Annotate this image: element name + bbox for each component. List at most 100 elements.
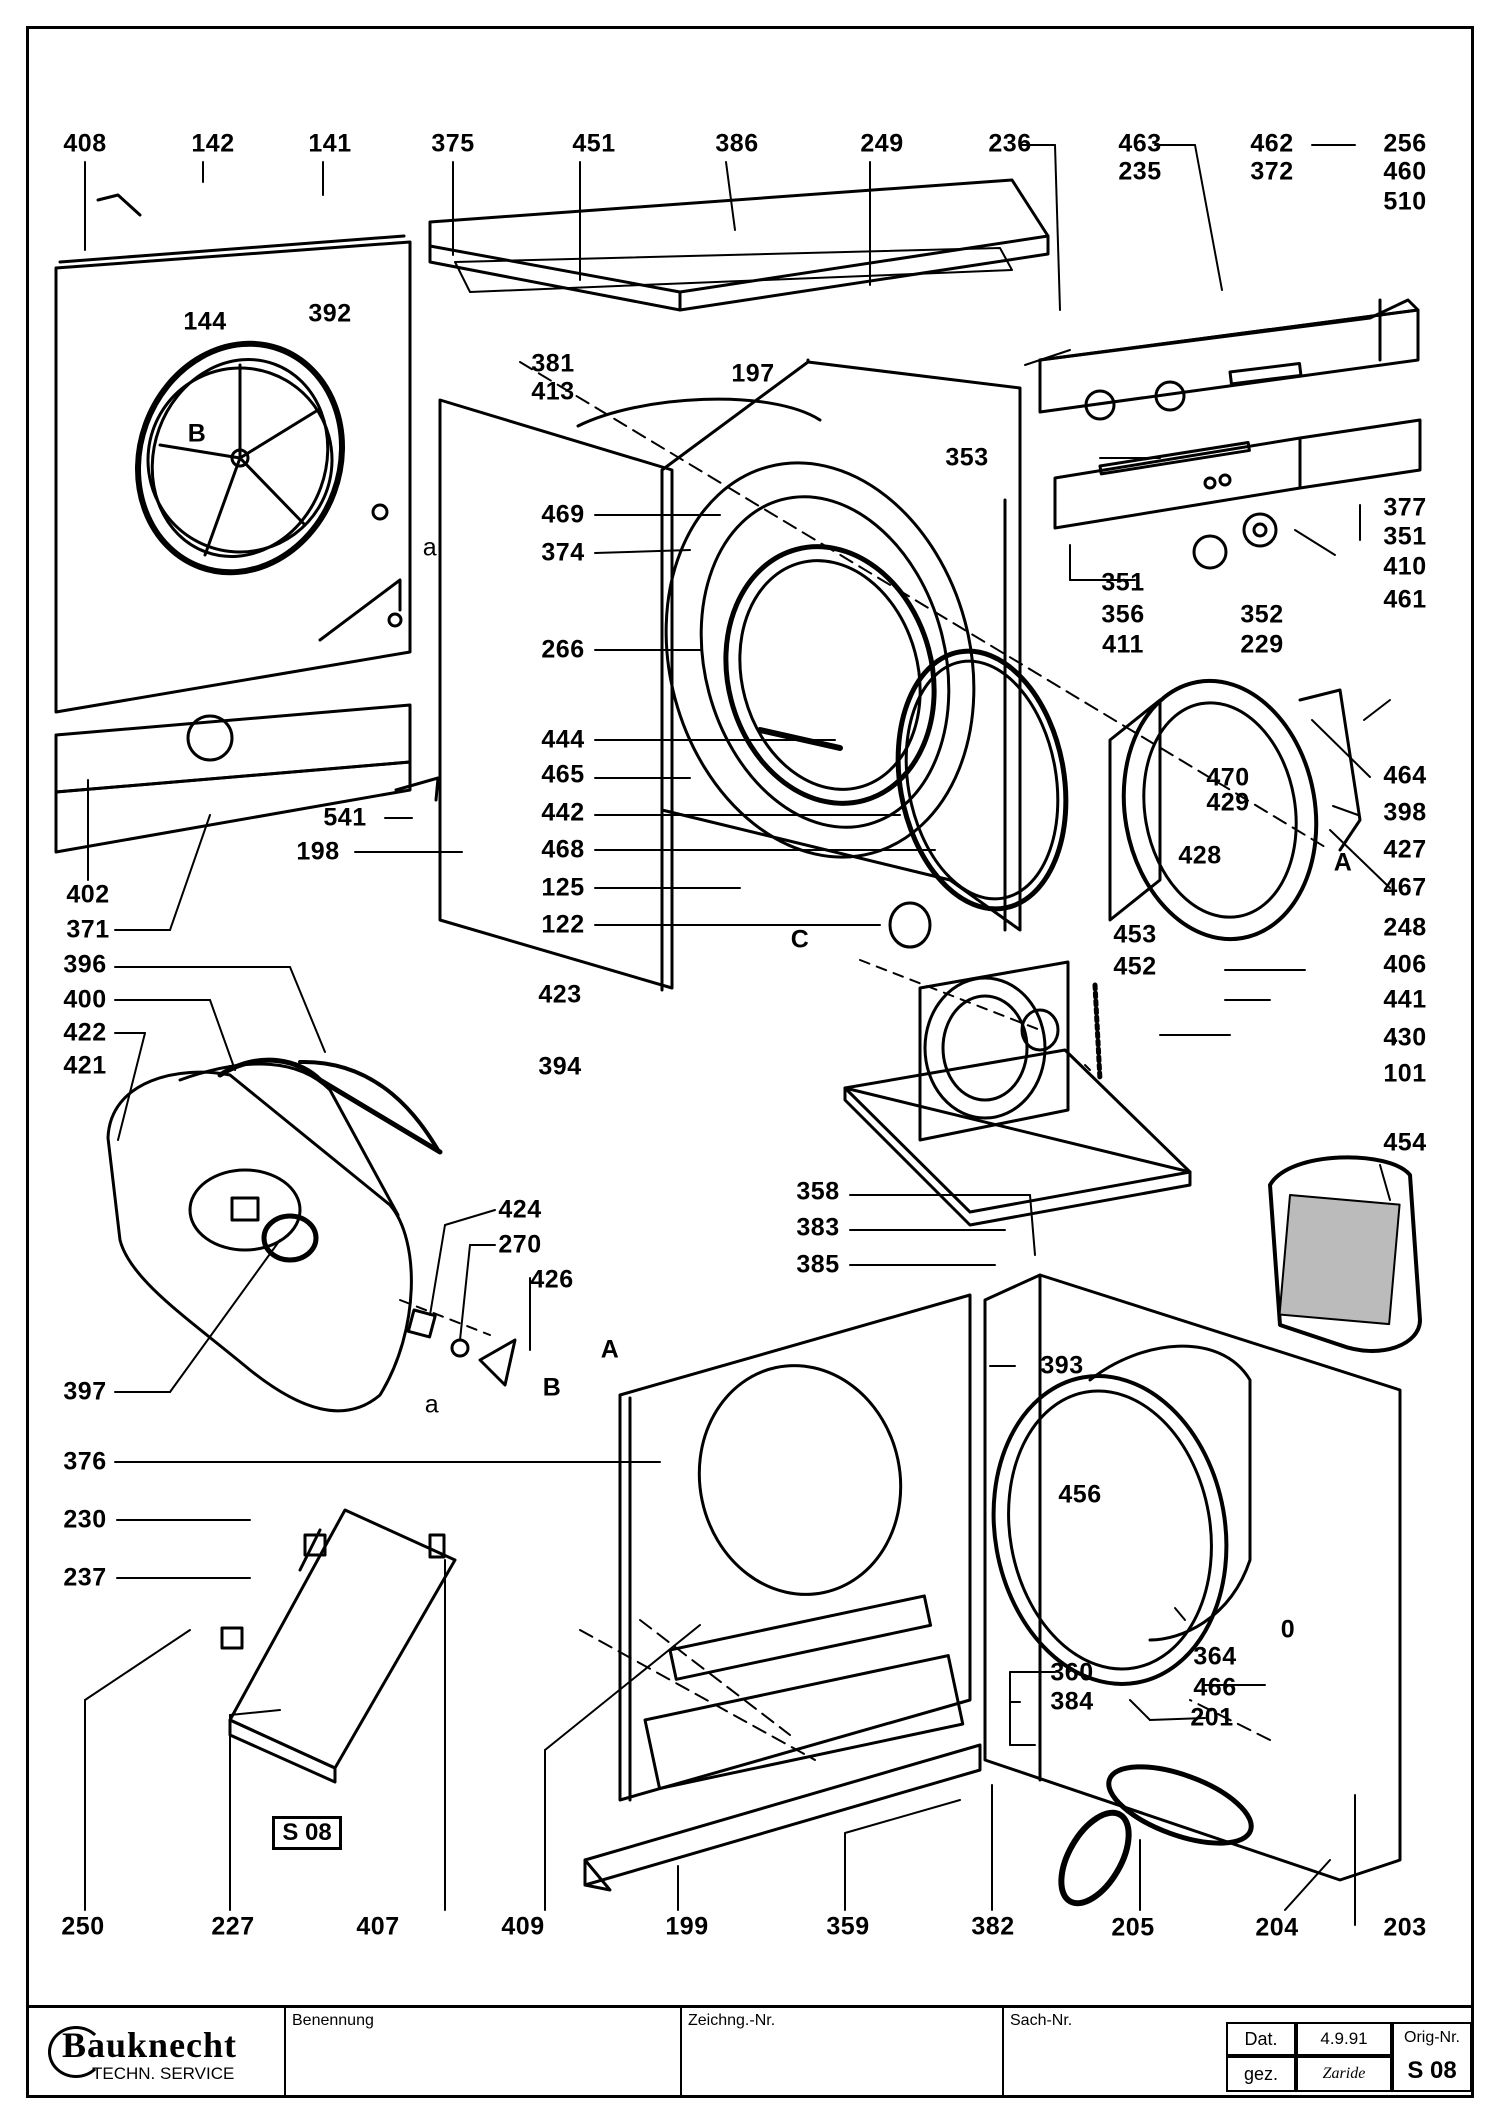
part-label: 201	[1190, 1703, 1234, 1732]
lint-filter	[1268, 1155, 1422, 1353]
part-label: 453	[1113, 920, 1157, 949]
part-label: 397	[63, 1377, 107, 1406]
reference-letter: 0	[1280, 1615, 1296, 1644]
part-label: 510	[1383, 187, 1427, 216]
part-label: 230	[63, 1505, 107, 1534]
reference-letter: B	[542, 1373, 562, 1402]
part-label: 382	[971, 1912, 1015, 1941]
benennung-cell: Benennung	[284, 2008, 680, 2098]
part-label: 400	[63, 985, 107, 1014]
motor-assembly	[843, 901, 1192, 1227]
heater-element	[220, 1508, 457, 1784]
part-label: 466	[1193, 1673, 1237, 1702]
part-label: 423	[538, 980, 582, 1009]
part-label: 372	[1250, 157, 1294, 186]
part-label: 383	[796, 1213, 840, 1242]
part-label: 406	[1383, 950, 1427, 979]
part-label: 376	[63, 1447, 107, 1476]
part-label: 203	[1383, 1913, 1427, 1942]
fan-housing	[106, 1057, 517, 1413]
part-label: 413	[531, 377, 575, 406]
part-label: 426	[530, 1265, 574, 1294]
control-panel	[1038, 298, 1422, 570]
part-label: 408	[63, 129, 107, 158]
part-label: 424	[498, 1195, 542, 1224]
part-label: 198	[296, 837, 340, 866]
part-label: 199	[665, 1912, 709, 1941]
part-label: 441	[1383, 985, 1427, 1014]
front-panel	[583, 1293, 982, 1892]
part-label: 454	[1383, 1128, 1427, 1157]
part-label: 463	[1118, 129, 1162, 158]
part-label: 411	[1102, 630, 1144, 659]
benennung-label: Benennung	[292, 2012, 374, 2029]
part-label: 409	[501, 1912, 545, 1941]
part-label: 141	[308, 129, 352, 158]
part-label: 351	[1101, 568, 1145, 597]
part-label: 541	[323, 803, 367, 832]
part-label: 144	[183, 307, 227, 336]
part-label: 393	[1040, 1351, 1084, 1380]
zeichnung-cell: Zeichng.-Nr.	[680, 2008, 1002, 2098]
part-label: 227	[211, 1912, 255, 1941]
brand-name: Bauknecht	[62, 2025, 238, 2065]
part-label: 142	[191, 129, 235, 158]
part-label: 394	[538, 1052, 582, 1081]
part-label: 407	[356, 1912, 400, 1941]
part-label: 398	[1383, 798, 1427, 827]
side-panel	[438, 398, 674, 992]
part-label: 392	[308, 299, 352, 328]
part-label: 236	[988, 129, 1032, 158]
reference-letter: A	[1333, 848, 1353, 877]
part-label: 402	[66, 880, 110, 909]
door-panel	[983, 1273, 1402, 1907]
part-label: 352	[1240, 600, 1284, 629]
reference-letter: a	[422, 533, 438, 562]
part-label: 101	[1383, 1059, 1427, 1088]
part-label: 430	[1383, 1023, 1427, 1052]
part-label: 270	[498, 1230, 542, 1259]
part-label: 353	[945, 443, 989, 472]
drawing-frame	[26, 26, 1474, 2098]
part-label: 451	[572, 129, 616, 158]
sach-cell: Sach-Nr.	[1002, 2008, 1224, 2098]
part-label: 125	[541, 873, 585, 902]
part-label: 351	[1383, 522, 1427, 551]
part-label: 396	[63, 950, 107, 979]
part-label: 205	[1111, 1913, 1155, 1942]
part-label: 462	[1250, 129, 1294, 158]
part-label: 249	[860, 129, 904, 158]
part-label: 427	[1383, 835, 1427, 864]
drum-housing	[576, 358, 1069, 932]
dat-value: 4.9.91	[1296, 2022, 1392, 2056]
part-label: 467	[1383, 873, 1427, 902]
part-label: 386	[715, 129, 759, 158]
bauknecht-logo: Bauknecht TECHN. SERVICE	[40, 2018, 290, 2088]
part-label: 359	[826, 1912, 870, 1941]
part-label: 375	[431, 129, 475, 158]
orig-label: Orig-Nr.	[1392, 2022, 1472, 2052]
reference-letter: C	[790, 925, 810, 954]
part-label: 464	[1383, 761, 1427, 790]
dat-label: Dat.	[1226, 2022, 1296, 2056]
part-label: 461	[1383, 585, 1427, 614]
part-label: 229	[1240, 630, 1284, 659]
part-label: 470	[1206, 763, 1250, 792]
part-label: 256	[1383, 129, 1427, 158]
part-label: 429	[1206, 788, 1250, 817]
centre-lines	[519, 361, 1331, 1761]
part-label: 356	[1101, 600, 1145, 629]
part-label: 465	[541, 760, 585, 789]
part-label: 469	[541, 500, 585, 529]
part-label: 248	[1383, 913, 1427, 942]
top-lid	[428, 178, 1050, 312]
bulkhead-ring	[1108, 678, 1362, 942]
part-label: 384	[1050, 1687, 1094, 1716]
part-label: 422	[63, 1018, 107, 1047]
part-label: 421	[63, 1051, 107, 1080]
part-label: 385	[796, 1250, 840, 1279]
part-label: 460	[1383, 157, 1427, 186]
part-label: 197	[731, 359, 775, 388]
part-label: 468	[541, 835, 585, 864]
